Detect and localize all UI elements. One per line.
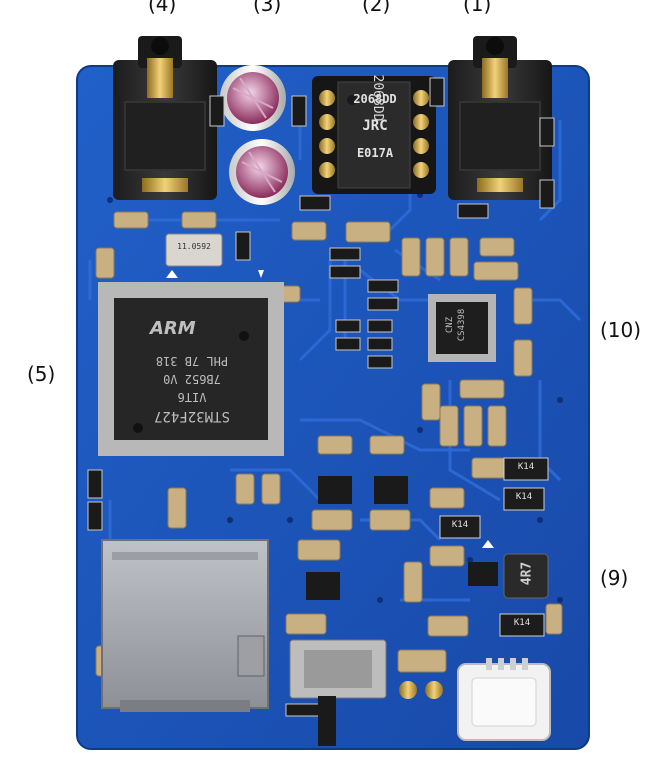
- crystal-oscillator: [165, 233, 223, 267]
- dac-label-line1: CS4398: [457, 308, 467, 342]
- audio-jack-right: [448, 36, 552, 200]
- power-switch: [289, 639, 387, 746]
- crystal-label: 11.0592: [177, 242, 211, 251]
- silkscreen-markers: [166, 270, 494, 548]
- opamp-text-1: 2068DD: [370, 75, 385, 122]
- callout-1: (1): [463, 0, 492, 16]
- electrolytic-capacitors: [220, 65, 295, 205]
- opamp-label-line3: E017A: [356, 146, 394, 160]
- inductor: [503, 553, 549, 599]
- opamp-socket: [312, 76, 436, 194]
- mcu-label-line3: 7B652 V0: [163, 372, 221, 386]
- callout-5: (5): [27, 362, 56, 386]
- part-label-k14-4: K14: [513, 618, 531, 628]
- part-label-k14-3: K14: [451, 520, 469, 530]
- mcu-chip: [98, 282, 284, 456]
- part-label-k14-2: K14: [515, 492, 533, 502]
- dac-chip: [428, 294, 496, 362]
- mcu-logo: ARM: [150, 318, 196, 339]
- callout-9: (9): [600, 566, 629, 590]
- part-label-k14-1: K14: [517, 462, 535, 472]
- callout-4: (4): [148, 0, 177, 16]
- dac-label-line2: CNZ: [445, 316, 455, 334]
- mcu-label-line1: STM32F427: [154, 408, 230, 424]
- mcu-label-line4: PHL 7B 318: [155, 354, 229, 368]
- smd-components: [87, 77, 563, 717]
- opamp-label-line2: JRC: [362, 118, 388, 134]
- sd-card-slot: [101, 539, 269, 712]
- audio-jack-left: [113, 36, 217, 200]
- usb-connector: [457, 658, 551, 741]
- inductor-label: 4R7: [519, 561, 535, 586]
- opamp-label-line1: 2068DD: [353, 92, 397, 106]
- callout-2: (2): [362, 0, 391, 16]
- mcu-label-line2: VIT6: [177, 390, 207, 404]
- test-pads: [399, 681, 443, 699]
- callout-3: (3): [253, 0, 282, 16]
- callout-10: (10): [600, 318, 642, 342]
